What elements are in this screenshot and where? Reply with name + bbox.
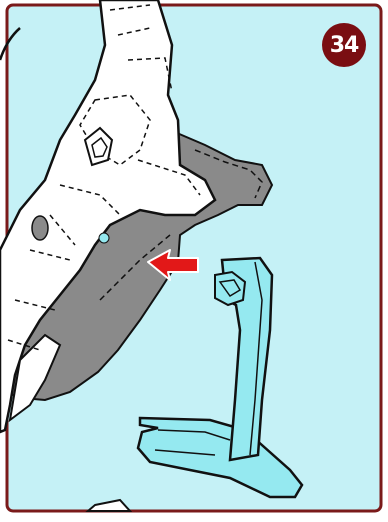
attach-point: [99, 233, 109, 243]
step-badge: 34: [322, 23, 366, 67]
step-number: 34: [330, 33, 359, 58]
body-hole: [32, 216, 48, 240]
